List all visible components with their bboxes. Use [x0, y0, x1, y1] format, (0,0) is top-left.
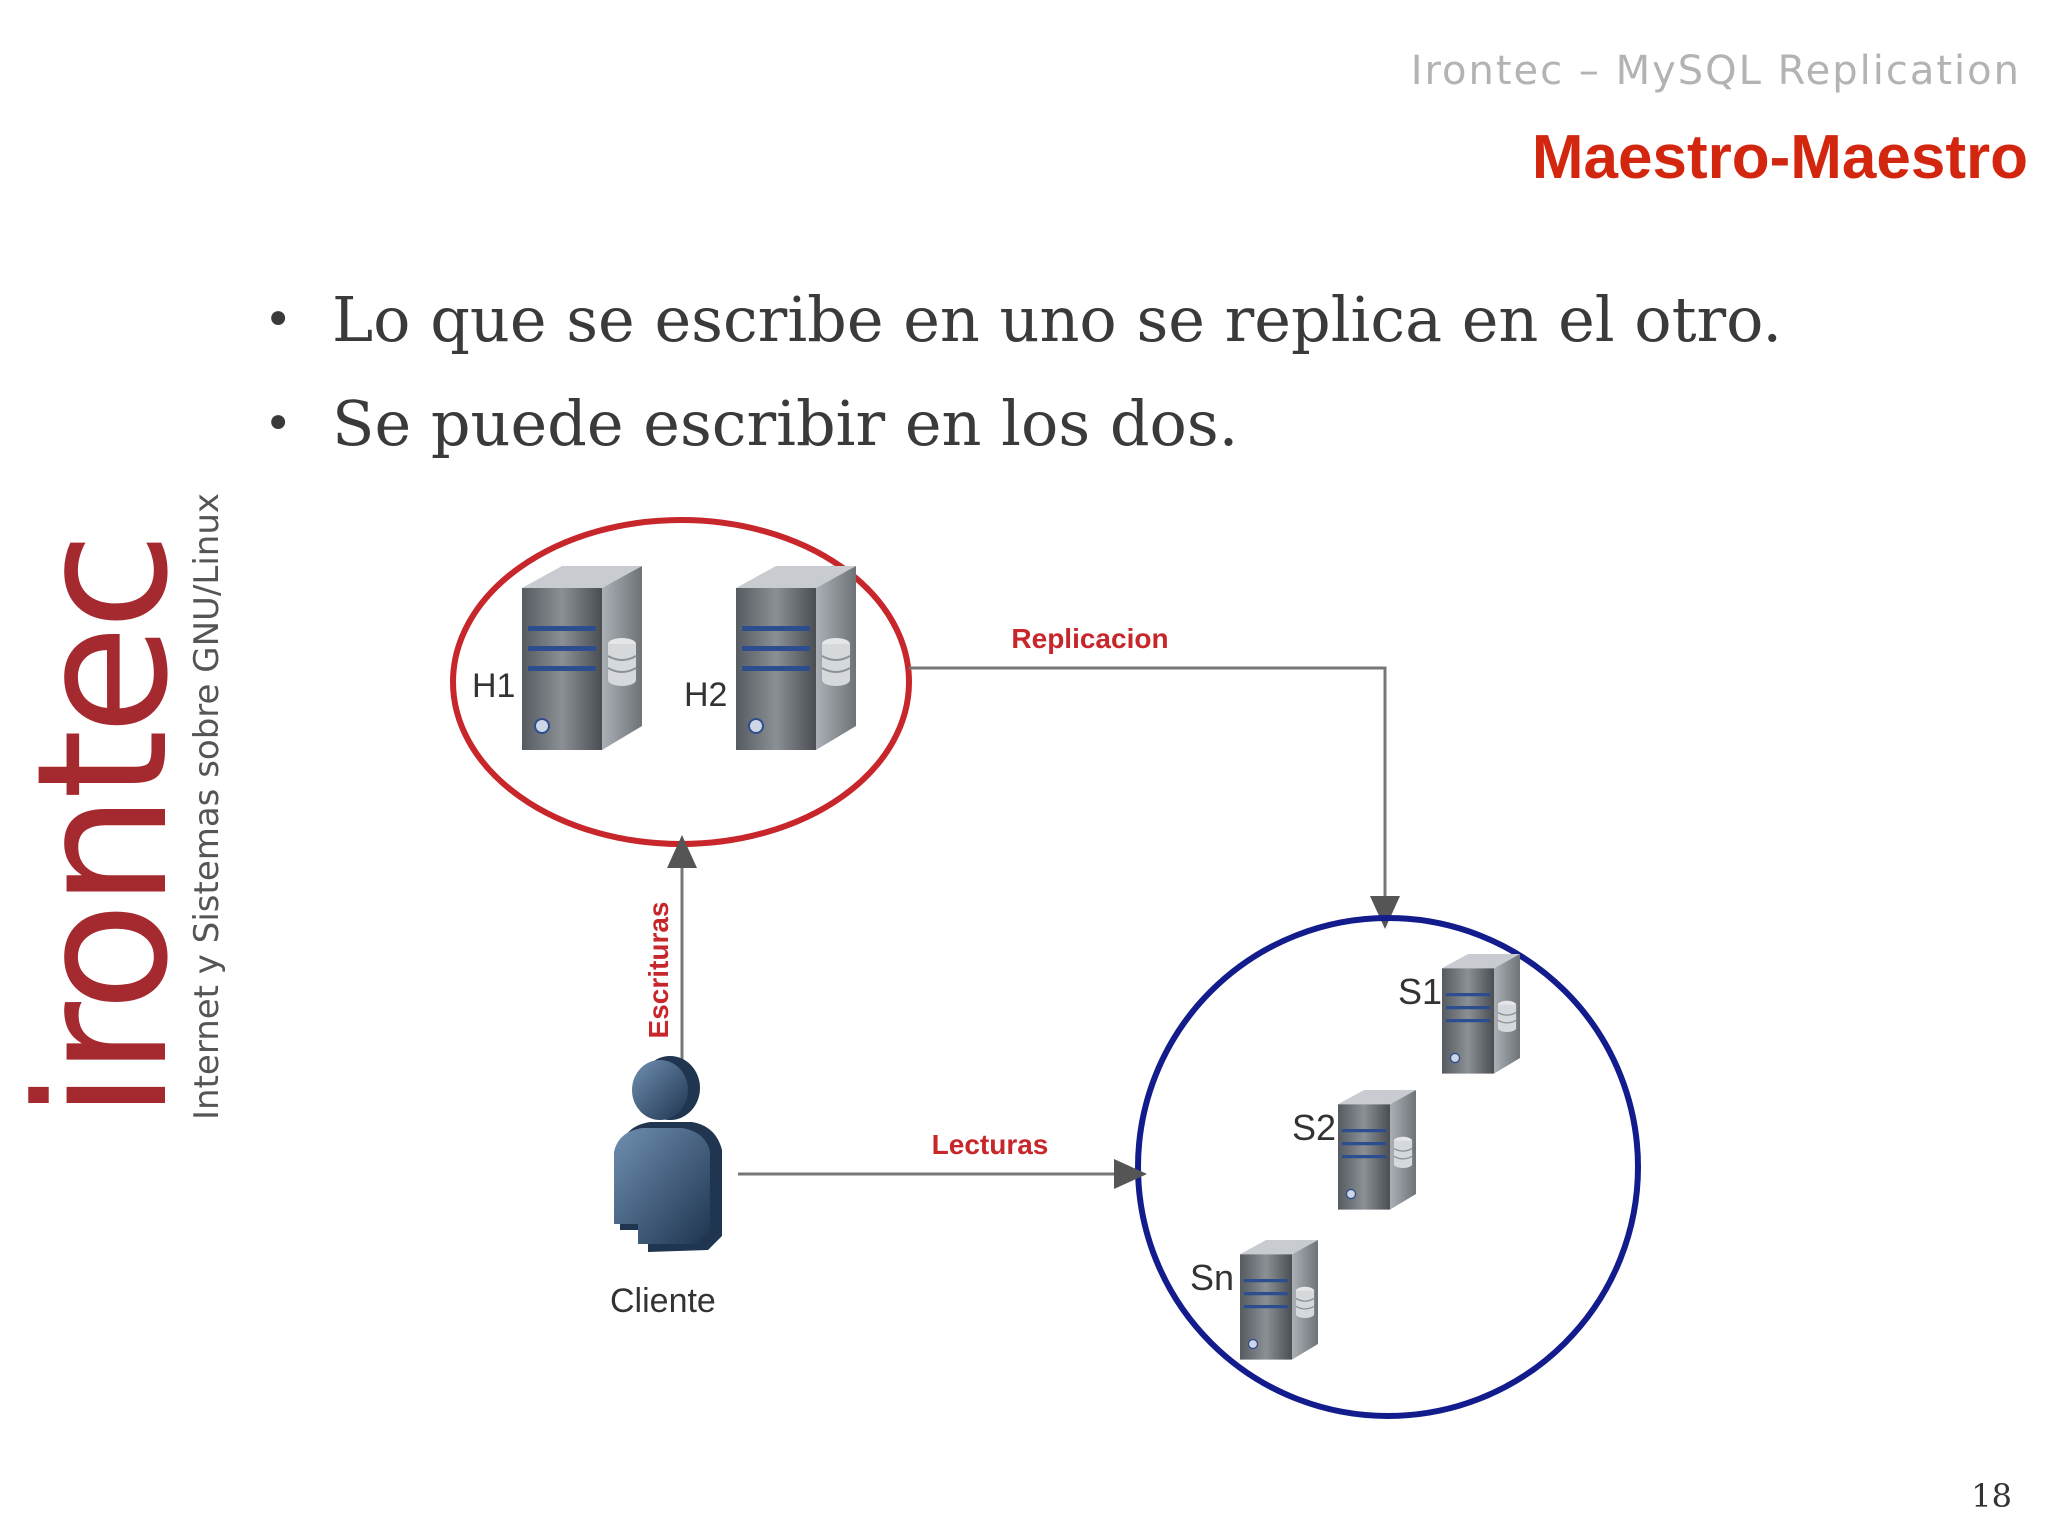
slave-label: S1 [1398, 971, 1442, 1012]
bullet-list: • Lo que se escribe en uno se replica en… [258, 268, 1782, 476]
master-label: H1 [472, 667, 515, 705]
page-number: 18 [1971, 1477, 2012, 1515]
replication-label: Replicacion [1011, 623, 1168, 654]
bullet-item: • Se puede escribir en los dos. [258, 372, 1782, 476]
bullet-dot-icon: • [264, 396, 293, 452]
svg-text:Internet y Sistemas sobre GNU/: Internet y Sistemas sobre GNU/Linux [187, 493, 227, 1120]
server-icon [521, 565, 643, 751]
bullet-text: Lo que se escribe en uno se replica en e… [332, 283, 1783, 356]
svg-text:irontec: irontec [0, 537, 208, 1120]
bullet-dot-icon: • [264, 292, 293, 348]
client-label: Cliente [610, 1282, 716, 1320]
presentation-subtitle: Irontec – MySQL Replication [1410, 48, 2021, 94]
logo-tagline: Internet y Sistemas sobre GNU/Linux [187, 493, 227, 1120]
bullet-item: • Lo que se escribe en uno se replica en… [258, 268, 1782, 372]
server-icon [1441, 953, 1521, 1075]
irontec-logo: irontec Internet y Sistemas sobre GNU/Li… [0, 493, 227, 1120]
replication-diagram: H1 H2 Replicacion S1 S2 Sn Escrituras Cl… [450, 517, 1641, 1419]
slave-label: S2 [1292, 1107, 1336, 1148]
slide-title: Maestro-Maestro [1531, 123, 2028, 192]
reads-label: Lecturas [932, 1129, 1049, 1160]
client-user-icon [614, 1056, 722, 1252]
replication-arrow [909, 666, 1400, 929]
writes-label: Escrituras [643, 902, 674, 1039]
server-icon [1337, 1089, 1417, 1211]
server-icon [1239, 1239, 1319, 1361]
logo-brand-wordmark: irontec [0, 537, 208, 1120]
master-label: H2 [684, 676, 727, 714]
bullet-text: Se puede escribir en los dos. [332, 387, 1239, 460]
server-icon [735, 565, 857, 751]
slave-label: Sn [1190, 1257, 1234, 1298]
